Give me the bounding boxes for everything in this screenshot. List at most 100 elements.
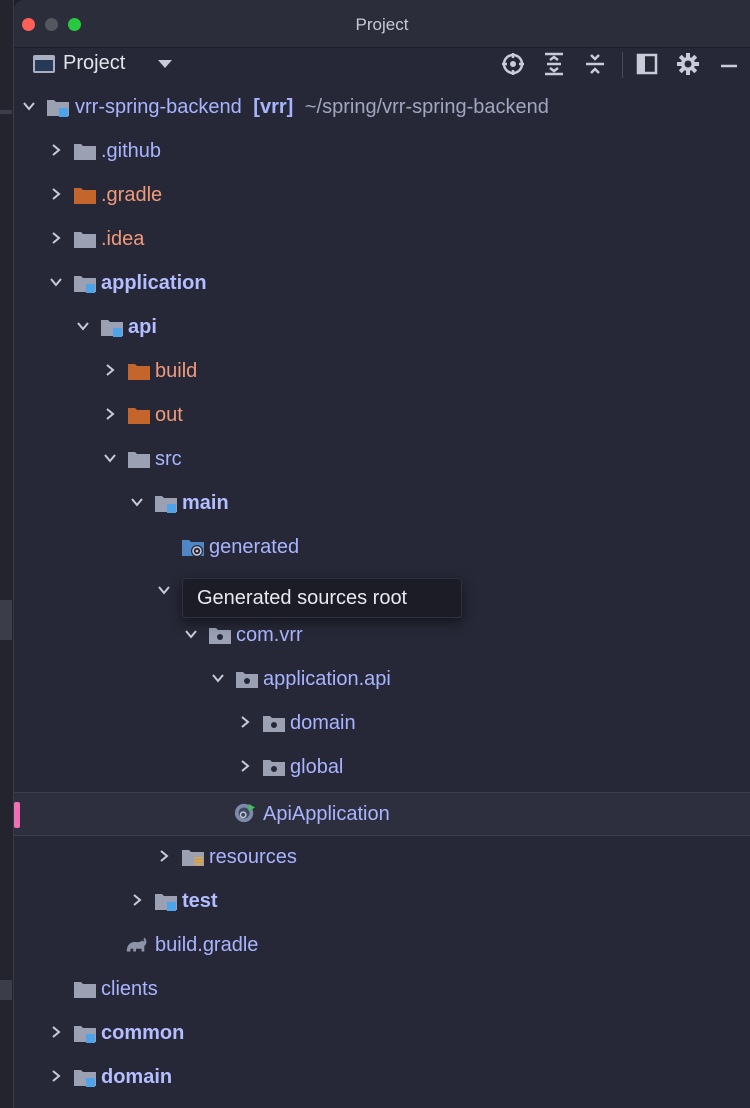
module-folder-icon [74,276,96,293]
tree-item-label: api [128,316,157,338]
chevron-right-icon[interactable] [49,231,63,245]
tree-row-test[interactable]: test [14,880,750,924]
chevron-down-icon[interactable] [184,627,198,641]
module-folder-icon [47,100,69,117]
background-window-edge [0,600,12,640]
tree-item-label: out [155,404,183,426]
chevron-down-icon[interactable] [157,583,171,597]
minimize-window-button[interactable] [45,18,58,31]
tree-item-label: application [101,272,207,294]
tree-row-generated[interactable]: generated [14,526,750,570]
tree-row-api[interactable]: api [14,306,750,350]
spring-boot-class-icon [234,803,256,823]
project-window: Project Project [14,0,750,1108]
tree-item-label: com.vrr [236,624,303,646]
module-folder-icon [155,496,177,513]
excluded-folder-icon [74,188,96,204]
tree-item-label: ApiApplication [263,803,390,825]
chevron-down-icon[interactable] [130,495,144,509]
chevron-right-icon[interactable] [49,187,63,201]
chevron-right-icon[interactable] [49,143,63,157]
title-bar: Project [14,0,750,48]
tree-row-out[interactable]: out [14,394,750,438]
collapse-all-icon[interactable] [582,51,608,77]
chevron-right-icon[interactable] [49,1069,63,1083]
tree-item-label: main [182,492,229,514]
tree-item-label: application.api [263,668,391,690]
chevron-down-icon[interactable] [76,319,90,333]
tree-item-label: domain [290,712,356,734]
folder-icon [74,982,96,998]
expand-all-icon[interactable] [541,51,567,77]
tree-row-idea[interactable]: .idea [14,218,750,262]
tree-item-label: domain [101,1066,173,1088]
tree-row-api-application[interactable]: ApiApplication [14,792,750,836]
desktop-background [0,0,14,1108]
resources-folder-icon [182,850,204,866]
tree-item-label: .idea [101,228,145,250]
chevron-right-icon[interactable] [49,1025,63,1039]
zoom-window-button[interactable] [68,18,81,31]
tree-item-label: .github [101,140,162,162]
tree-row-application-api[interactable]: application.api [14,658,750,702]
tree-row-build[interactable]: build [14,350,750,394]
package-icon [263,760,285,776]
folder-icon [74,144,96,160]
tree-row-clients[interactable]: clients [14,968,750,1012]
excluded-folder-icon [128,408,150,424]
tree-item-label: src [155,448,182,470]
background-window-edge [0,980,12,1000]
view-selector-label[interactable]: Project [63,52,126,74]
close-window-button[interactable] [22,18,35,31]
chevron-right-icon[interactable] [103,363,117,377]
tree-row-gradle[interactable]: .gradle [14,174,750,218]
project-toolbar: Project [14,48,750,86]
package-icon [236,672,258,688]
module-folder-icon [74,1026,96,1043]
root-project-path: ~/spring/vrr-spring-backend [304,96,549,118]
locate-icon[interactable] [500,51,526,77]
chevron-down-icon[interactable] [211,671,225,685]
folder-icon [128,452,150,468]
gear-icon[interactable] [675,51,701,77]
tooltip: Generated sources root [182,578,462,618]
tree-row-com-vrr[interactable]: com.vrr [14,614,750,658]
selection-marker [14,802,20,828]
tree-row-application[interactable]: application [14,262,750,306]
tree-row-domain-package[interactable]: domain [14,702,750,746]
minimize-icon[interactable] [716,51,742,77]
tree-item-label: .gradle [101,184,163,206]
gradle-elephant-icon [126,937,147,952]
chevron-down-icon[interactable] [158,60,172,68]
chevron-down-icon[interactable] [103,451,117,465]
tree-item-label: build.gradle [155,934,259,956]
project-view-icon [33,55,55,73]
tree-item-label: resources [209,846,297,868]
chevron-right-icon[interactable] [157,849,171,863]
tree-row-global[interactable]: global [14,746,750,790]
chevron-down-icon[interactable] [22,99,36,113]
chevron-right-icon[interactable] [238,715,252,729]
package-icon [209,628,231,644]
tree-row-resources[interactable]: resources [14,836,750,880]
tree-row-root[interactable]: vrr-spring-backend [vrr] ~/spring/vrr-sp… [14,86,750,130]
excluded-folder-icon [128,364,150,380]
tree-row-domain-module[interactable]: domain [14,1056,750,1100]
folder-icon [74,232,96,248]
tree-item-label: common [101,1022,185,1044]
chevron-right-icon[interactable] [103,407,117,421]
window-title: Project [355,15,409,34]
toolbar-separator [622,52,623,78]
tree-row-src[interactable]: src [14,438,750,482]
tree-row-common[interactable]: common [14,1012,750,1056]
chevron-right-icon[interactable] [130,893,144,907]
tree-row-github[interactable]: .github [14,130,750,174]
tree-row-build-gradle[interactable]: build.gradle [14,924,750,968]
chevron-right-icon[interactable] [238,759,252,773]
tree-item-label: test [182,890,218,912]
tree-row-main[interactable]: main [14,482,750,526]
tree-item-label: clients [101,978,158,1000]
layout-icon[interactable] [634,51,660,77]
tree-item-label: global [290,756,344,778]
chevron-down-icon[interactable] [49,275,63,289]
